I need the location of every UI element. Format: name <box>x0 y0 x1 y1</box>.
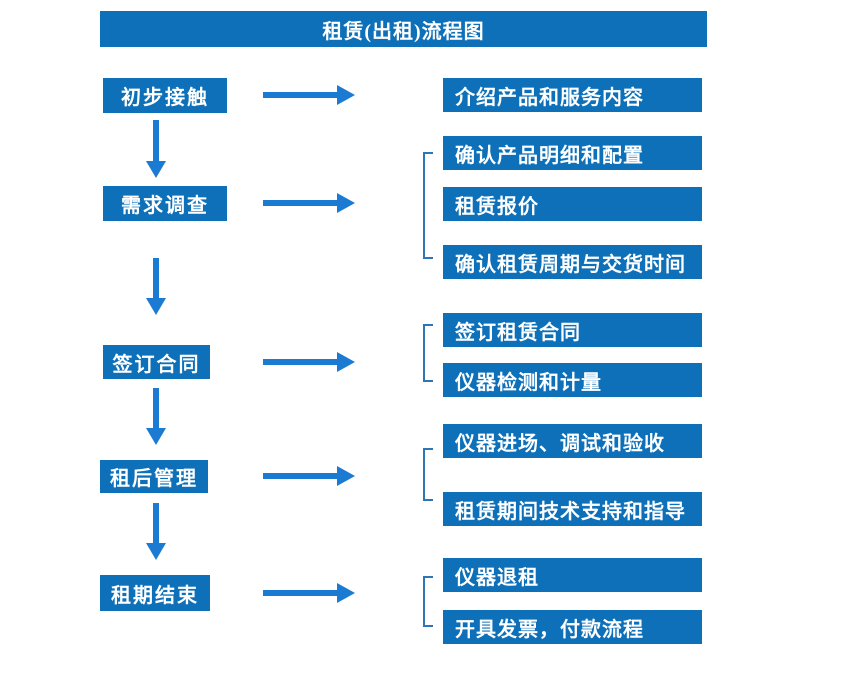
arrow-shaft <box>153 120 159 161</box>
stage-box-initial-contact: 初步接触 <box>103 78 227 113</box>
down-arrow-4 <box>146 503 166 560</box>
arrow-head <box>146 428 166 445</box>
stage-box-rental-end: 租期结束 <box>100 575 210 611</box>
arrow-head <box>337 466 355 486</box>
substep-box-introduce-products: 介绍产品和服务内容 <box>443 78 702 112</box>
substep-box-instrument-setup-acceptance: 仪器进场、调试和验收 <box>443 424 702 458</box>
arrow-head <box>337 352 355 372</box>
arrow-head <box>146 161 166 178</box>
arrow-shaft <box>153 503 159 543</box>
group-bracket-post-rental <box>423 448 433 501</box>
right-arrow-4 <box>263 466 355 486</box>
arrow-shaft <box>153 258 159 298</box>
arrow-head <box>337 583 355 603</box>
down-arrow-2 <box>146 258 166 315</box>
arrow-shaft <box>263 200 337 206</box>
stage-box-post-rental-management: 租后管理 <box>100 460 208 493</box>
stage-box-demand-survey: 需求调查 <box>103 186 227 221</box>
down-arrow-1 <box>146 120 166 178</box>
right-arrow-2 <box>263 193 355 213</box>
stage-box-sign-contract: 签订合同 <box>103 345 210 379</box>
substep-box-rental-quote: 租赁报价 <box>443 187 702 221</box>
arrow-head <box>337 193 355 213</box>
arrow-head <box>337 85 355 105</box>
substep-box-technical-support: 租赁期间技术支持和指导 <box>443 492 702 526</box>
substep-box-sign-rental-contract: 签订租赁合同 <box>443 313 702 347</box>
right-arrow-1 <box>263 85 355 105</box>
arrow-shaft <box>153 388 159 428</box>
group-bracket-demand-survey <box>423 152 433 259</box>
arrow-shaft <box>263 473 337 479</box>
substep-box-confirm-details: 确认产品明细和配置 <box>443 136 702 170</box>
arrow-head <box>146 543 166 560</box>
substep-box-instrument-inspection: 仪器检测和计量 <box>443 363 702 397</box>
arrow-shaft <box>263 590 337 596</box>
right-arrow-3 <box>263 352 355 372</box>
substep-box-invoice-payment: 开具发票，付款流程 <box>443 610 702 644</box>
down-arrow-3 <box>146 388 166 445</box>
arrow-head <box>146 298 166 315</box>
substep-box-instrument-return: 仪器退租 <box>443 558 702 592</box>
right-arrow-5 <box>263 583 355 603</box>
group-bracket-rental-end <box>423 576 433 627</box>
arrow-shaft <box>263 359 337 365</box>
group-bracket-sign-contract <box>423 324 433 382</box>
title-bar: 租赁(出租)流程图 <box>100 11 707 47</box>
arrow-shaft <box>263 92 337 98</box>
substep-box-confirm-period-delivery: 确认租赁周期与交货时间 <box>443 245 702 279</box>
